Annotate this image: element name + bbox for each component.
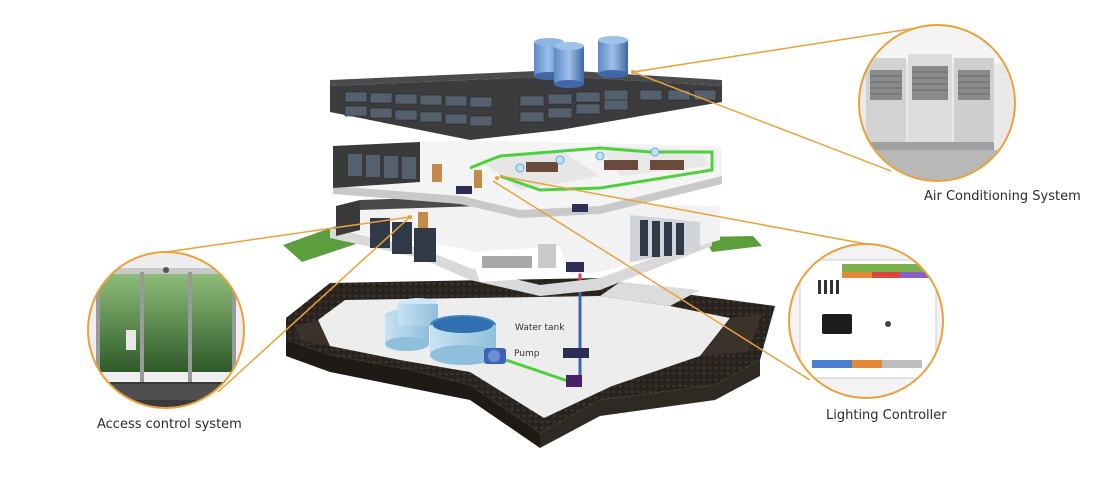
water-tank-label: Water tank bbox=[515, 323, 565, 333]
top-floor bbox=[330, 36, 722, 140]
rooftop-tanks bbox=[534, 36, 628, 88]
water-tank-group: Water tank Pump bbox=[385, 298, 569, 383]
automatic-sliding-door-icon bbox=[87, 251, 245, 409]
air-conditioner-units-icon bbox=[858, 24, 1016, 182]
basement-level bbox=[286, 278, 775, 448]
callout-lines bbox=[165, 26, 924, 393]
hvac-duct-green bbox=[469, 146, 714, 192]
access-control-label: Access control system bbox=[97, 417, 242, 432]
pump-label: Pump bbox=[514, 349, 540, 359]
ground-floor bbox=[283, 196, 762, 296]
middle-floor bbox=[333, 140, 722, 218]
lighting-controller-label: Lighting Controller bbox=[826, 408, 947, 423]
lighting-controller-device-icon bbox=[788, 243, 944, 399]
air-conditioning-label: Air Conditioning System bbox=[924, 189, 1081, 204]
